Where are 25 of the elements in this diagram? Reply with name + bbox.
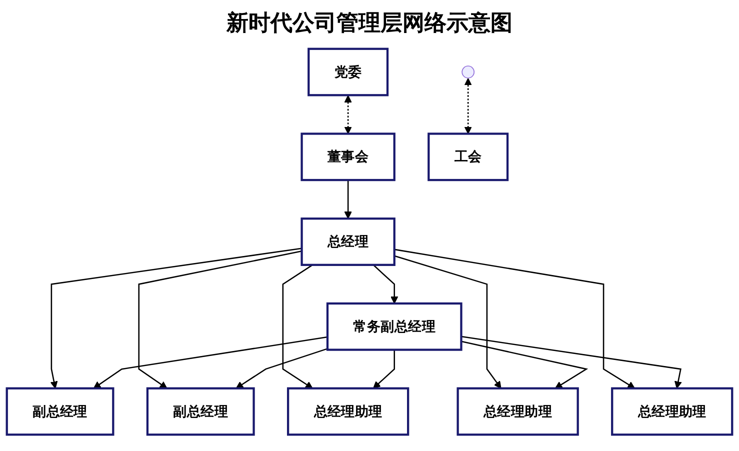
arrow — [394, 248, 636, 389]
arrow — [461, 336, 682, 389]
arrow — [372, 350, 395, 389]
arrow — [50, 248, 302, 389]
arrow — [394, 255, 502, 389]
arrow — [344, 180, 352, 219]
node-box: 副总经理 — [146, 387, 255, 436]
arrow — [461, 340, 588, 389]
node-box: 董事会 — [300, 132, 396, 182]
arrow — [236, 348, 328, 389]
node-box: 常务副总经理 — [326, 302, 462, 351]
node-box: 总经理 — [300, 218, 396, 266]
diagram-title: 新时代公司管理层网络示意图 — [225, 9, 514, 38]
arrow — [464, 78, 472, 134]
arrow — [138, 250, 302, 389]
node-box: 总经理助理 — [286, 387, 410, 436]
node-box: 副总经理 — [6, 387, 114, 436]
node-box: 总经理助理 — [456, 387, 579, 436]
node-box: 总经理助理 — [611, 387, 734, 436]
arrow — [372, 264, 398, 304]
arrow — [93, 336, 328, 389]
arrow — [344, 95, 352, 134]
arrow — [282, 264, 313, 389]
node-box: 党委 — [308, 48, 389, 96]
node-box: 工会 — [428, 132, 509, 182]
